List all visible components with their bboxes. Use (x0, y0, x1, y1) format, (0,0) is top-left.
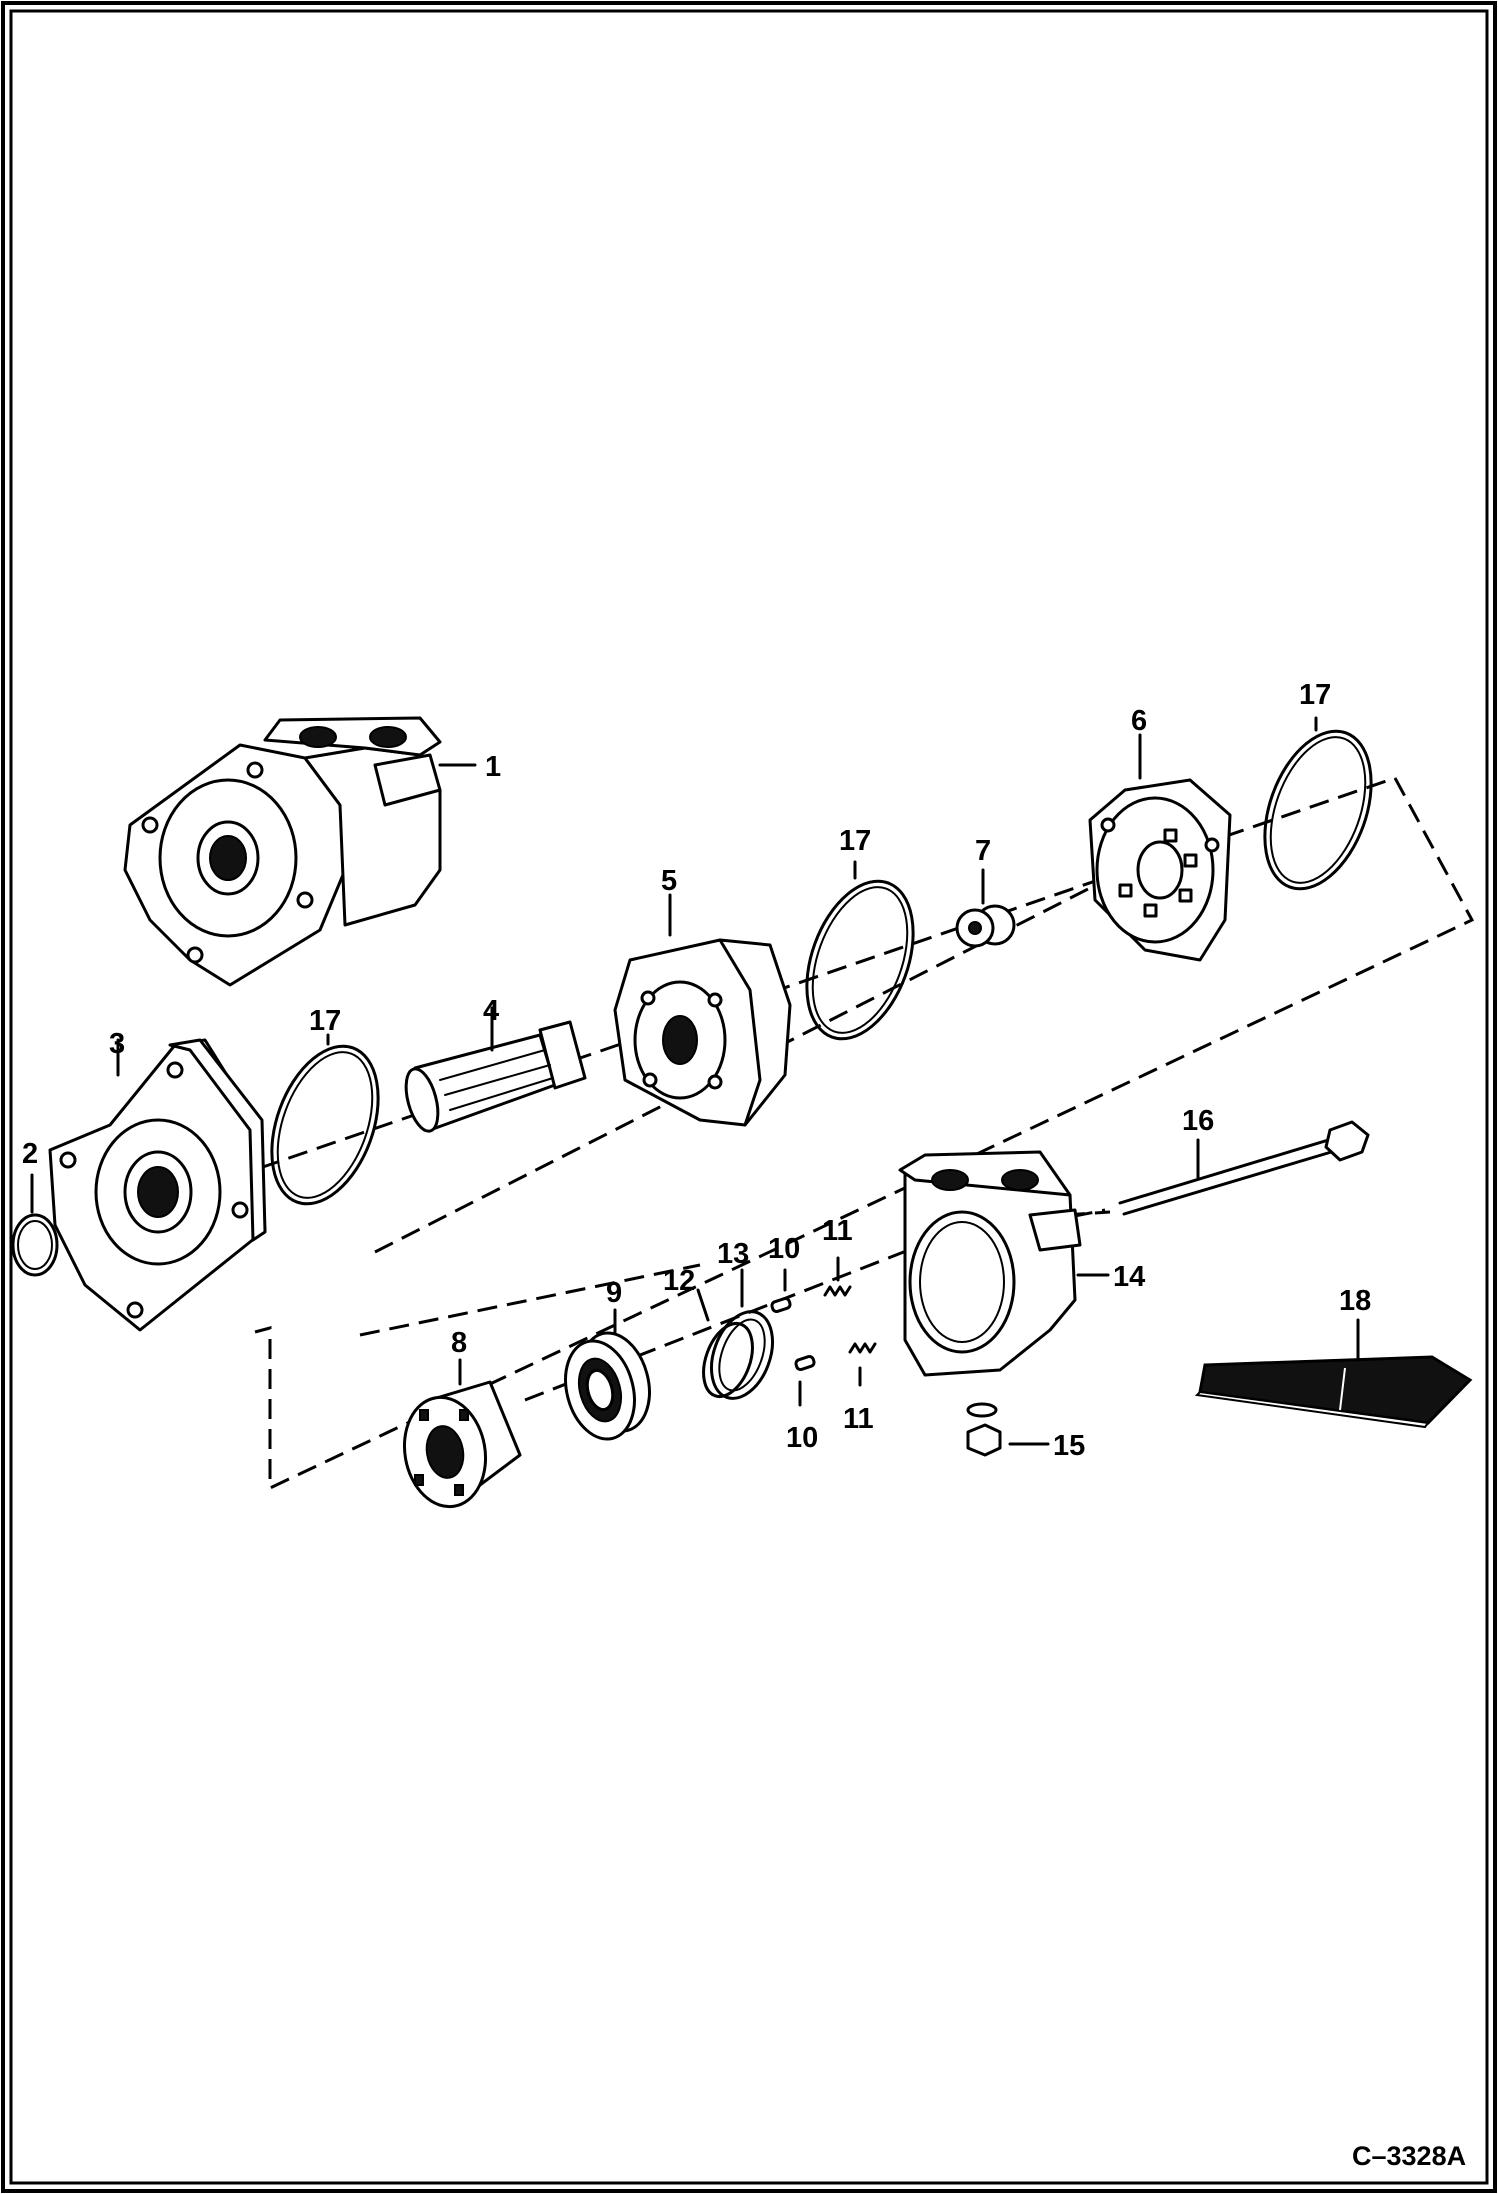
callout-16: 16 (1182, 1105, 1214, 1137)
callout-17a: 17 (309, 1005, 341, 1037)
part-4-drive-shaft (404, 1006, 587, 1133)
part-2-seal (11, 1173, 59, 1277)
callout-10a: 10 (768, 1233, 800, 1265)
callout-13: 13 (717, 1238, 749, 1270)
callout-1: 1 (485, 751, 501, 783)
callout-17b: 17 (839, 825, 871, 857)
callout-10b: 10 (786, 1422, 818, 1454)
callout-11b: 11 (843, 1403, 874, 1435)
part-3-mounting-flange (48, 1038, 267, 1332)
part-7-drive-gear (955, 868, 1016, 948)
part-16-bolt (1118, 1120, 1370, 1216)
part-12-13-seals (696, 1268, 774, 1400)
part-17-o-rings (270, 716, 1373, 1206)
callout-15: 15 (1053, 1430, 1085, 1462)
part-8-commutator (402, 1358, 522, 1509)
part-5-gerotor-set (613, 893, 792, 1127)
figure-id: C–3328A (1352, 2141, 1466, 2171)
part-18-seal-kit (1194, 1318, 1473, 1429)
callout-17c: 17 (1299, 679, 1331, 711)
callout-3: 3 (109, 1028, 125, 1060)
callout-8: 8 (451, 1327, 467, 1359)
part-15-plug (966, 1402, 1050, 1457)
part-9-bearing (564, 1308, 651, 1441)
callout-11a: 11 (822, 1215, 853, 1247)
callout-2: 2 (22, 1138, 38, 1170)
callout-7: 7 (975, 835, 991, 867)
inner-border (9, 9, 1489, 2185)
part-6-valve-plate (1088, 733, 1232, 962)
callout-4: 4 (483, 995, 499, 1027)
part-1-motor-assembly (123, 716, 477, 987)
callout-14: 14 (1113, 1261, 1145, 1293)
callout-labels: 1 2 3 4 5 6 7 8 9 10 10 11 11 12 13 14 1… (22, 679, 1371, 1462)
part-10-11-pins-springs (770, 1256, 877, 1407)
callout-5: 5 (661, 865, 677, 897)
callout-18: 18 (1339, 1285, 1371, 1317)
callout-12: 12 (663, 1265, 695, 1297)
callout-6: 6 (1131, 705, 1147, 737)
callout-9: 9 (606, 1277, 622, 1309)
part-14-end-housing (898, 1150, 1110, 1377)
